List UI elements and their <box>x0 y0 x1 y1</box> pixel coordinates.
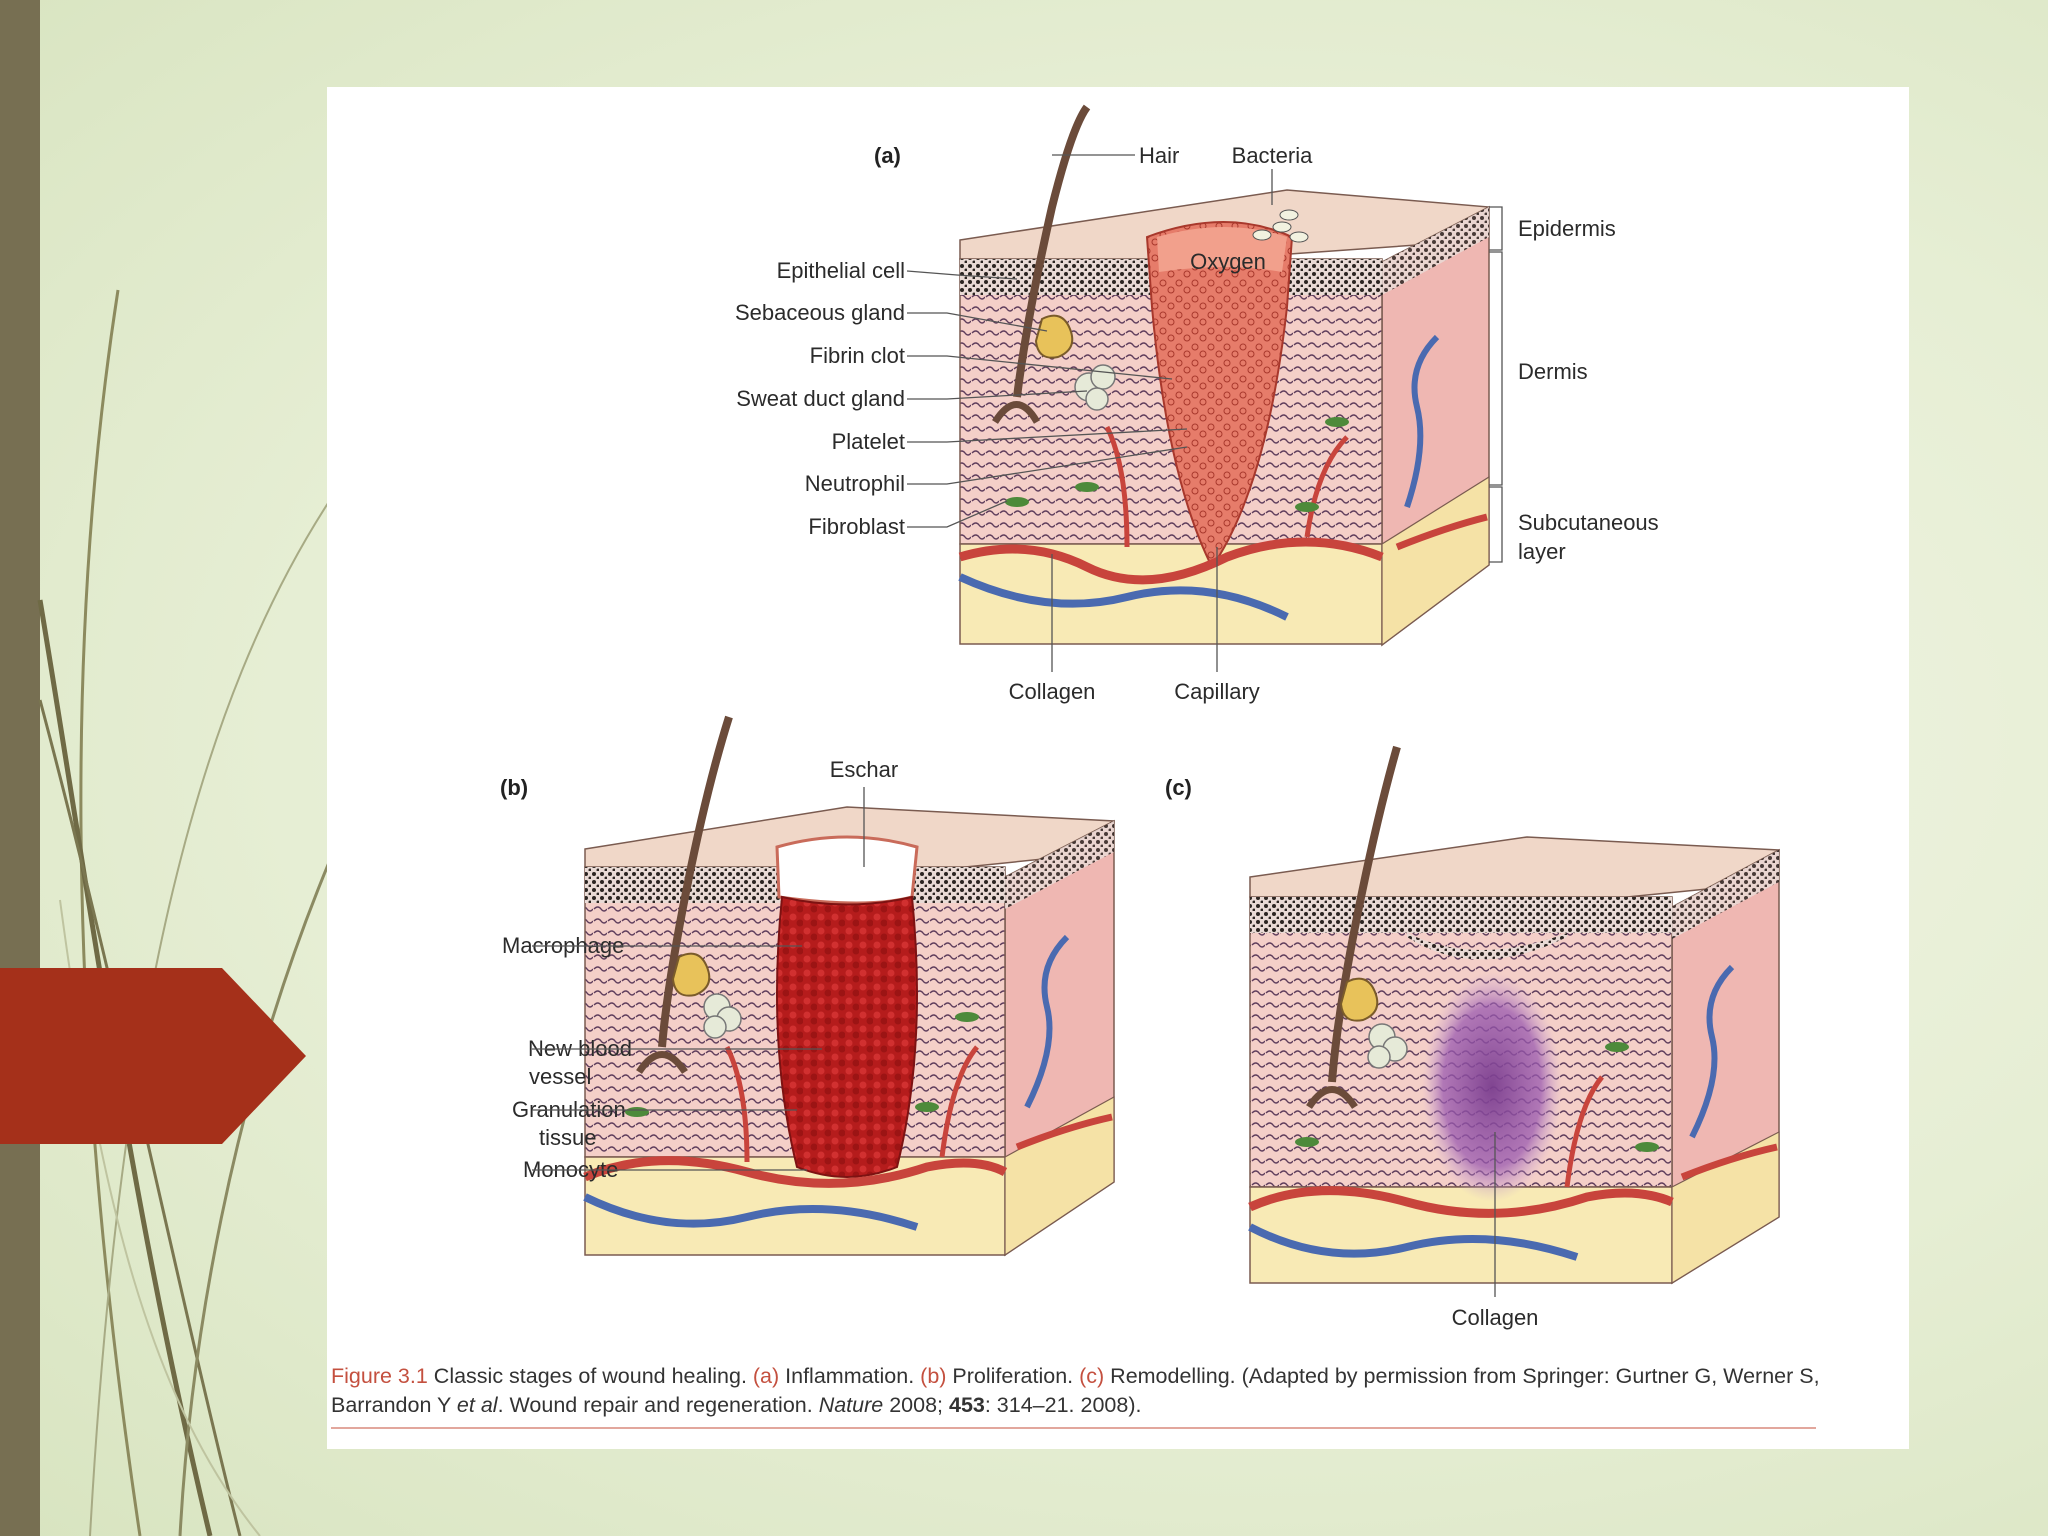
label-oxygen: Oxygen <box>1190 249 1266 274</box>
caption-rule <box>331 1427 1816 1429</box>
label-hair: Hair <box>1139 143 1179 168</box>
caption-journal: Nature <box>818 1393 884 1417</box>
caption-panel-c: (c) <box>1079 1364 1105 1388</box>
caption-text-6: 2008; <box>883 1393 949 1417</box>
label-eschar: Eschar <box>830 757 898 782</box>
caption-text-5: . Wound repair and regeneration. <box>497 1393 819 1417</box>
caption-text-7: : 314–21. 2008). <box>984 1393 1142 1417</box>
label-epithelial-cell: Epithelial cell <box>777 258 905 283</box>
panel-a-tag: (a) <box>874 143 901 168</box>
caption-et-al: et al <box>456 1393 498 1417</box>
panel-b-skin-block <box>583 715 1115 1257</box>
panel-c-skin-block <box>1248 745 1780 1285</box>
caption-text-3: Proliferation. <box>946 1364 1080 1388</box>
label-subcutaneous-layer: layer <box>1518 539 1566 564</box>
label-collagen-a: Collagen <box>1009 679 1096 704</box>
label-epidermis: Epidermis <box>1518 216 1616 241</box>
caption-panel-a: (a) <box>752 1364 780 1388</box>
label-bacteria: Bacteria <box>1232 143 1313 168</box>
decorative-grass-lines <box>37 289 332 1536</box>
figure-panel: (a) Epithelial cell Sebaceous gland Fibr… <box>327 87 1909 1449</box>
label-sweat-duct-gland: Sweat duct gland <box>736 386 905 411</box>
label-sebaceous-gland: Sebaceous gland <box>735 300 905 325</box>
red-arrow-shape <box>0 968 306 1144</box>
label-vessel: vessel <box>529 1064 591 1089</box>
label-collagen-c: Collagen <box>1452 1305 1539 1330</box>
label-subcutaneous: Subcutaneous <box>1518 510 1659 535</box>
panel-c-tag: (c) <box>1165 775 1192 800</box>
panel-a-left-labels: Epithelial cell Sebaceous gland Fibrin c… <box>735 258 905 539</box>
label-tissue: tissue <box>539 1125 596 1150</box>
panel-a-skin-block <box>958 104 1490 647</box>
caption-text-4: Remodelling. (Adapted by permission from… <box>331 1364 1820 1417</box>
caption-text-2: Inflammation. <box>779 1364 921 1388</box>
slide-left-bar <box>0 0 40 1536</box>
wound-healing-figure: (a) Epithelial cell Sebaceous gland Fibr… <box>500 104 1780 1330</box>
figure-caption: Figure 3.1 Classic stages of wound heali… <box>331 1362 1901 1420</box>
label-platelet: Platelet <box>832 429 905 454</box>
panel-b-tag: (b) <box>500 775 528 800</box>
panel-a-leader-lines <box>906 154 1503 672</box>
label-capillary: Capillary <box>1174 679 1260 704</box>
caption-figure-ref: Figure 3.1 <box>331 1364 428 1388</box>
panel-b-leader-lines <box>532 945 822 1171</box>
caption-volume: 453 <box>948 1393 985 1417</box>
label-fibrin-clot: Fibrin clot <box>810 343 905 368</box>
caption-text-1: Classic stages of wound healing. <box>427 1364 753 1388</box>
label-fibroblast: Fibroblast <box>808 514 905 539</box>
caption-panel-b: (b) <box>920 1364 947 1388</box>
label-dermis: Dermis <box>1518 359 1588 384</box>
label-neutrophil: Neutrophil <box>805 471 905 496</box>
